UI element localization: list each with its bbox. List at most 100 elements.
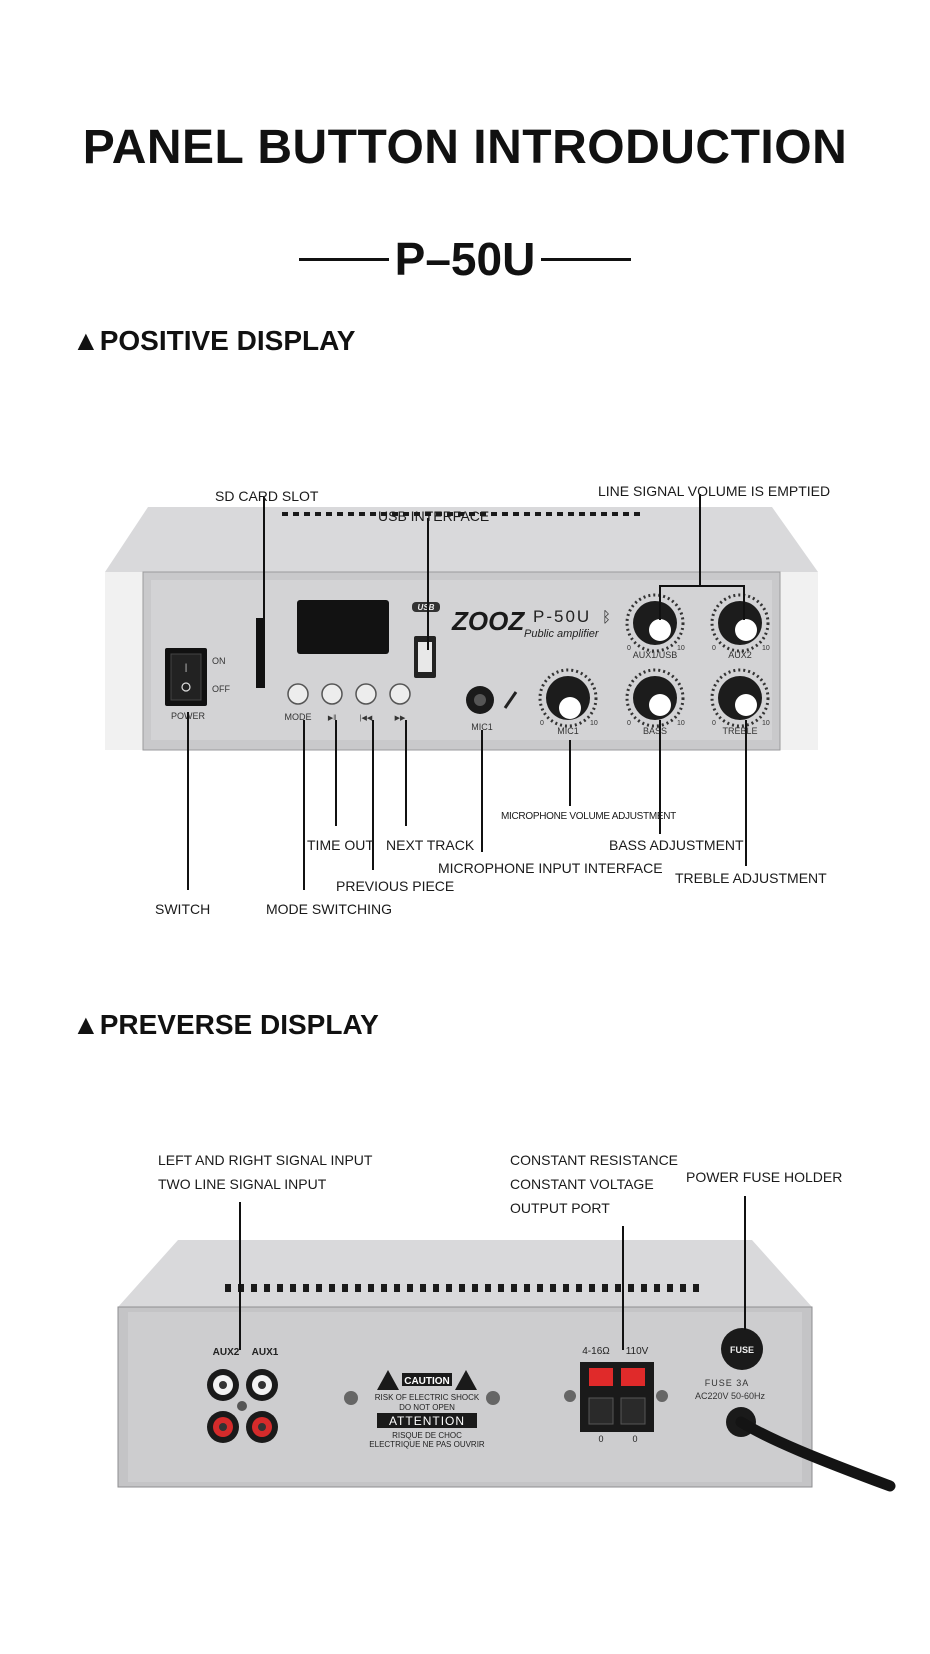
label-bass-adjustment: BASS ADJUSTMENT	[609, 837, 744, 853]
play-pause-glyph: ▶‖	[328, 715, 336, 722]
fr-line2: ELECTRIQUE NE PAS OUVRIR	[369, 1440, 485, 1449]
switch-off-text: OFF	[212, 684, 230, 694]
attention-badge	[377, 1413, 477, 1428]
scale-min-mic: 0	[540, 720, 544, 727]
label-usb-interface: USB INTERFACE	[378, 508, 490, 524]
rear-callout-lines	[239, 1196, 746, 1350]
rear-section-heading: ▲PREVERSE DISPLAY	[72, 1009, 379, 1040]
previous-button	[355, 683, 377, 705]
lcd-display	[297, 600, 389, 654]
warning-triangle-right-icon	[455, 1370, 477, 1390]
right-rule	[541, 257, 632, 261]
knob-aux1	[625, 593, 685, 653]
device-subtitle: Public amplifier	[524, 628, 600, 640]
knob-treble-label: TREBLE	[722, 726, 757, 736]
knob-bass	[625, 668, 685, 728]
mode-text: MODE	[285, 712, 312, 722]
scale-max-mic: 10	[590, 720, 598, 727]
knob-bass-label: BASS	[643, 726, 667, 736]
brand-logo: ZOOZ	[451, 606, 525, 636]
power-switch-rocker	[170, 653, 202, 701]
page-title: PANEL BUTTON INTRODUCTION	[82, 121, 848, 174]
scale-max-aux1: 10	[677, 645, 685, 652]
control-buttons	[287, 683, 411, 705]
scale-max-bass: 10	[677, 720, 685, 727]
label-power-fuse-holder: POWER FUSE HOLDER	[686, 1169, 843, 1185]
power-cord	[735, 1416, 896, 1492]
fuse-rating-text: FUSE 3A	[705, 1378, 750, 1388]
label-mic-volume-adjustment: MICROPHONE VOLUME ADJUSTMENT	[501, 811, 676, 822]
scale-min-aux1: 0	[627, 645, 631, 652]
scale-max-treble: 10	[762, 720, 770, 727]
front-section-heading: ▲POSITIVE DISPLAY	[72, 325, 356, 356]
front-top-cover	[105, 507, 818, 572]
model-heading: P–50U	[0, 232, 930, 286]
prev-glyph: |◀◀	[360, 715, 373, 722]
front-callout-lines	[187, 494, 747, 890]
usb-badge-shape	[412, 602, 440, 612]
next-button	[389, 683, 411, 705]
scale-min-bass: 0	[627, 720, 631, 727]
ac-rating-text: AC220V 50-60Hz	[695, 1391, 766, 1401]
rca-jacks	[207, 1369, 278, 1443]
label-line-signal-volume: LINE SIGNAL VOLUME IS EMPTIED	[598, 483, 831, 499]
mic-jack-hole	[474, 694, 486, 706]
knob-treble	[710, 668, 770, 728]
fr-line1: RISQUE DE CHOC	[392, 1431, 462, 1440]
knob-aux1-label: AUX1/USB	[633, 650, 678, 660]
knob-aux2-label: AUX2	[728, 650, 752, 660]
attention-text: ATTENTION	[389, 1414, 465, 1428]
label-previous-piece: PREVIOUS PIECE	[336, 878, 455, 894]
terminal-a-text: 0	[598, 1434, 603, 1444]
front-vents	[282, 512, 640, 516]
left-rule	[298, 257, 389, 261]
front-panel-illustration: | ON OFF POWER USB ZOOZ P-50U ᛒ Public a…	[105, 507, 818, 751]
risk-line2: DO NOT OPEN	[399, 1403, 455, 1412]
terminal-screw-left	[564, 1390, 576, 1402]
rear-panel-illustration: AUX2 AUX1 CAUTION RISK OF ELECTRIC SHOCK…	[117, 1240, 896, 1492]
model-name: P–50U	[394, 233, 536, 285]
screw-left	[344, 1391, 358, 1405]
label-time-out: TIME OUT	[307, 837, 374, 853]
mode-button	[287, 683, 309, 705]
voltage-text: 110V	[626, 1346, 649, 1357]
switch-on-mark: |	[185, 662, 187, 672]
caution-text: CAUTION	[404, 1376, 450, 1387]
label-mic-input-interface: MICROPHONE INPUT INTERFACE	[438, 860, 663, 876]
risk-line1: RISK OF ELECTRIC SHOCK	[375, 1393, 480, 1402]
fuse-cap-text: FUSE	[730, 1345, 754, 1355]
sd-card-slot	[256, 618, 265, 688]
scale-min-treble: 0	[712, 720, 716, 727]
right-bracket	[776, 572, 818, 750]
terminal-black-right	[620, 1397, 646, 1425]
fuse-holder	[721, 1328, 763, 1370]
bluetooth-icon: ᛒ	[602, 609, 611, 626]
left-bracket	[105, 572, 147, 750]
terminal-b-text: 0	[632, 1434, 637, 1444]
warning-triangle-left-icon	[377, 1370, 399, 1390]
knob-mic1	[538, 668, 598, 728]
label-constant-voltage: CONSTANT VOLTAGE	[510, 1176, 654, 1192]
label-mode-switching: MODE SWITCHING	[266, 901, 392, 917]
label-constant-resistance: CONSTANT RESISTANCE	[510, 1152, 679, 1168]
label-output-port: OUTPUT PORT	[510, 1200, 610, 1216]
play-pause-button	[321, 683, 343, 705]
screw-right	[486, 1391, 500, 1405]
label-switch: SWITCH	[155, 901, 211, 917]
label-lr-signal-input: LEFT AND RIGHT SIGNAL INPUT	[158, 1152, 373, 1168]
label-next-track: NEXT TRACK	[386, 837, 475, 853]
terminal-red-right	[621, 1368, 645, 1386]
terminal-black-left	[588, 1397, 614, 1425]
next-glyph: ▶▶	[395, 715, 406, 722]
caution-badge	[402, 1373, 452, 1386]
scale-min-aux2: 0	[712, 645, 716, 652]
switch-off-mark	[181, 682, 191, 692]
aux1-text: AUX1	[252, 1347, 279, 1358]
aux2-text: AUX2	[213, 1347, 240, 1358]
impedance-text: 4-16Ω	[582, 1346, 610, 1357]
terminal-screw-right	[656, 1390, 668, 1402]
microphone-icon	[503, 691, 518, 709]
label-sd-card-slot: SD CARD SLOT	[215, 488, 319, 504]
label-two-line-input: TWO LINE SIGNAL INPUT	[158, 1176, 327, 1192]
switch-on-text: ON	[212, 656, 226, 666]
